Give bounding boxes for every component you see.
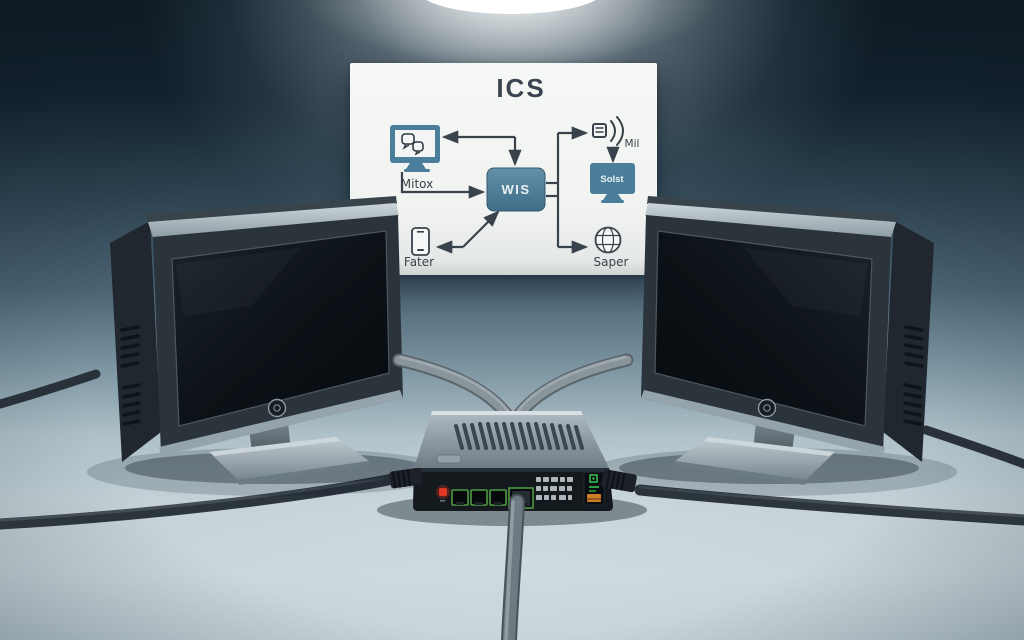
hub-box: WIS [486,167,546,212]
globe-icon [594,226,622,254]
server-label: Solst [600,174,624,185]
workstation-label: Mitox [401,177,433,191]
wireless-label: Mil [625,138,640,150]
smartphone-icon [411,227,430,256]
internet-label: Saper [594,255,629,269]
hub-label: WIS [501,182,530,197]
ics-diagram-board: ICS Mitox WIS [350,63,657,275]
monitor-chat-icon [390,125,440,172]
board-title: ICS [496,73,545,103]
diagram-arrows [400,126,589,254]
server-monitor-icon: Solst [590,163,635,203]
speaker-waves-icon [592,116,624,146]
phone-label: Fater [404,255,434,269]
